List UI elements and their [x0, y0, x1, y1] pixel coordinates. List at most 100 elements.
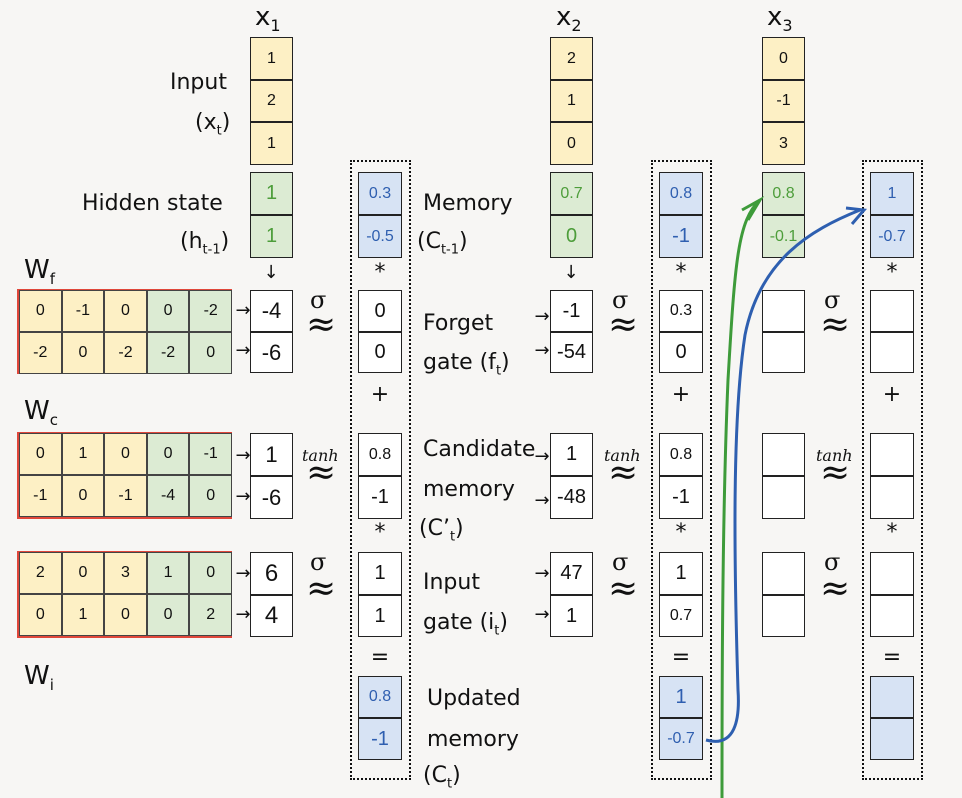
forget-gate-cell: 0.3	[659, 290, 703, 332]
memory-cell: -0.5	[358, 215, 402, 258]
memory-symbol: (Ct-1)	[417, 229, 468, 258]
wi-weight-cell: 0	[104, 594, 147, 636]
cell-state-column-3	[862, 160, 923, 780]
approx-symbol: ≈	[306, 304, 337, 345]
x2-cell: 1	[550, 80, 593, 122]
candidate-symbol: (C’t)	[419, 516, 464, 545]
tanh-symbol: tanh	[816, 446, 853, 465]
input-gate-cell	[870, 595, 914, 637]
arrow-right-icon: →	[534, 446, 550, 467]
updated-memory-cell	[870, 676, 914, 718]
candidate-cell: 0.8	[358, 433, 402, 476]
wi-weight-cell: 3	[104, 552, 147, 594]
wi-weight-cell: 0	[146, 594, 190, 636]
forget-gate-cell: 0	[358, 290, 402, 332]
arrow-right-icon: →	[534, 340, 550, 361]
cand-pre-cell: 1	[550, 433, 593, 476]
wi-weight-cell: 0	[19, 594, 62, 636]
approx-symbol: ≈	[608, 568, 639, 609]
memory-label: Memory	[423, 191, 513, 216]
wf-weight-cell: 0	[146, 290, 190, 332]
x3-cell: 0	[762, 37, 805, 80]
x1-label: x1	[255, 2, 281, 36]
memory-flow-arrow	[705, 208, 861, 743]
wc-weight-cell: 0	[146, 433, 190, 475]
input-pre-cell: 47	[550, 552, 593, 595]
sigma-symbol: σ	[612, 548, 629, 576]
hidden-cell: 0	[550, 215, 593, 258]
x3-cell: -1	[762, 80, 805, 122]
approx-symbol: ≈	[820, 452, 851, 493]
wf-weight-cell: -1	[61, 290, 105, 332]
x2-cell: 2	[550, 37, 593, 80]
x2-cell: 0	[550, 122, 593, 165]
updated-label: Updated	[427, 686, 521, 711]
memory-cell: 0.8	[659, 172, 703, 215]
approx-symbol: ≈	[608, 452, 639, 493]
arrow-down-icon: ↓	[563, 262, 579, 283]
forget-pre-cell	[762, 290, 805, 332]
wc-weight-cell: -1	[189, 433, 232, 475]
arrow-right-icon: →	[534, 306, 550, 327]
wi-weight-cell: 0	[189, 552, 232, 594]
sigma-symbol: σ	[612, 286, 629, 314]
input-gate-cell: 1	[659, 552, 703, 595]
cand-pre-cell: -6	[250, 476, 293, 519]
approx-symbol: ≈	[306, 452, 337, 493]
approx-symbol: ≈	[820, 568, 851, 609]
hidden-state-label: Hidden state	[82, 191, 223, 216]
green-arrowhead-icon	[741, 195, 765, 221]
hidden-cell: -0.1	[762, 215, 805, 258]
cand-pre-cell: 1	[250, 433, 293, 476]
approx-symbol: ≈	[608, 304, 639, 345]
updated-memory-cell: 1	[659, 676, 703, 718]
arrow-right-icon: →	[235, 300, 251, 321]
equals-sign: =	[671, 645, 691, 670]
updated-memory-cell: -1	[358, 718, 402, 760]
cand-pre-cell	[762, 433, 805, 476]
forget-gate-cell: 0	[659, 332, 703, 373]
cell-state-column-1	[350, 160, 411, 780]
input-pre-cell: 6	[250, 552, 293, 595]
hidden-state-symbol: (ht-1)	[180, 229, 230, 258]
wf-weight-cell: -2	[104, 332, 147, 374]
forget-pre-cell: -1	[550, 290, 593, 332]
candidate-label: Candidate	[423, 437, 536, 462]
forget-pre-cell: -4	[250, 290, 293, 332]
updated-memory-cell	[870, 718, 914, 760]
forget-label: Forget	[423, 311, 494, 336]
memory-cell: -1	[659, 215, 703, 258]
approx-symbol: ≈	[306, 568, 337, 609]
candidate-cell	[870, 433, 914, 476]
wc-weight-cell: 0	[61, 475, 105, 517]
multiply-sign: *	[374, 260, 386, 285]
input-symbol: (xt)	[195, 110, 231, 139]
candidate-cell: -1	[659, 476, 703, 519]
wi-weight-cell: 1	[146, 552, 190, 594]
input-gate-cell: 1	[358, 595, 402, 637]
wf-label: Wf	[24, 255, 55, 289]
candidate-cell: -1	[358, 476, 402, 519]
forget-pre-cell: -54	[550, 332, 593, 373]
hidden-cell: 0.8	[762, 172, 805, 215]
wc-weight-cell: 0	[189, 475, 232, 517]
wf-weight-cell: 0	[104, 290, 147, 332]
wf-weight-cell: 0	[189, 332, 232, 374]
wc-weight-cell: 0	[104, 433, 147, 475]
updated-memory-label: memory	[427, 727, 519, 752]
input-pre-cell: 1	[550, 595, 593, 637]
wi-label: Wi	[24, 661, 54, 695]
input-pre-cell: 4	[250, 595, 293, 637]
x3-cell: 3	[762, 122, 805, 165]
input-gate-cell	[870, 552, 914, 595]
multiply-sign: *	[675, 520, 687, 545]
plus-sign: +	[370, 382, 390, 407]
multiply-sign: *	[886, 520, 898, 545]
memory-cell: 0.3	[358, 172, 402, 215]
x1-cell: 1	[250, 37, 293, 80]
arrow-right-icon: →	[235, 486, 251, 507]
x1-cell: 2	[250, 80, 293, 122]
hidden-cell: 1	[250, 215, 293, 258]
cand-pre-cell: -48	[550, 476, 593, 519]
